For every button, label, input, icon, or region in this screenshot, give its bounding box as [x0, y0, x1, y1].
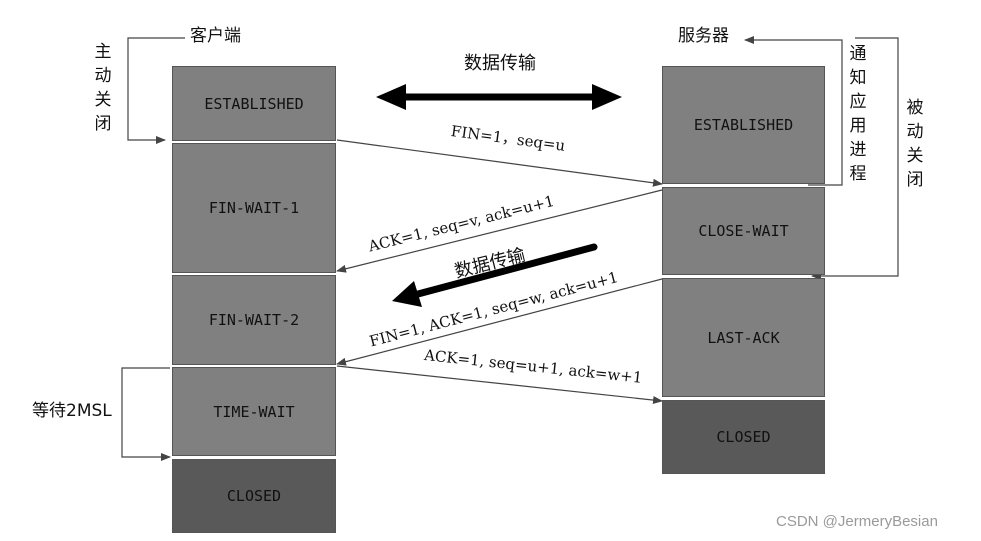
fin-arrow — [336, 139, 663, 187]
final-ack-arrow — [336, 365, 663, 405]
fin-ack-arrow — [336, 278, 663, 366]
client-state-time-wait: TIME-WAIT — [172, 367, 336, 456]
notify-app-bracket — [744, 36, 843, 186]
wait-2msl-bracket — [121, 367, 171, 461]
active-close-label: 主动关闭 — [94, 42, 112, 134]
client-state-established: ESTABLISHED — [172, 66, 336, 141]
data-transfer-top-label: 数据传输 — [464, 53, 536, 74]
client-state-closed: CLOSED — [172, 459, 336, 533]
active-close-bracket — [127, 37, 185, 144]
server-state-established: ESTABLISHED — [662, 66, 825, 184]
data-transfer-arrow-icon — [392, 243, 598, 307]
server-state-last-ack: LAST-ACK — [662, 278, 825, 397]
watermark: CSDN @JermeryBesian — [776, 513, 938, 530]
server-state-close-wait: CLOSE-WAIT — [662, 187, 825, 275]
passive-close-label: 被动关闭 — [906, 98, 924, 190]
ack-arrow — [336, 189, 663, 273]
client-state-fin-wait-1: FIN-WAIT-1 — [172, 143, 336, 273]
notify-app-label: 通知应用进程 — [849, 44, 867, 184]
double-arrow-icon — [376, 84, 622, 110]
server-state-closed: CLOSED — [662, 400, 825, 474]
passive-close-bracket — [811, 37, 899, 280]
server-title: 服务器 — [678, 26, 729, 46]
wait-2msl-label: 等待2MSL — [32, 401, 112, 421]
client-state-fin-wait-2: FIN-WAIT-2 — [172, 275, 336, 365]
client-title: 客户端 — [190, 26, 241, 46]
